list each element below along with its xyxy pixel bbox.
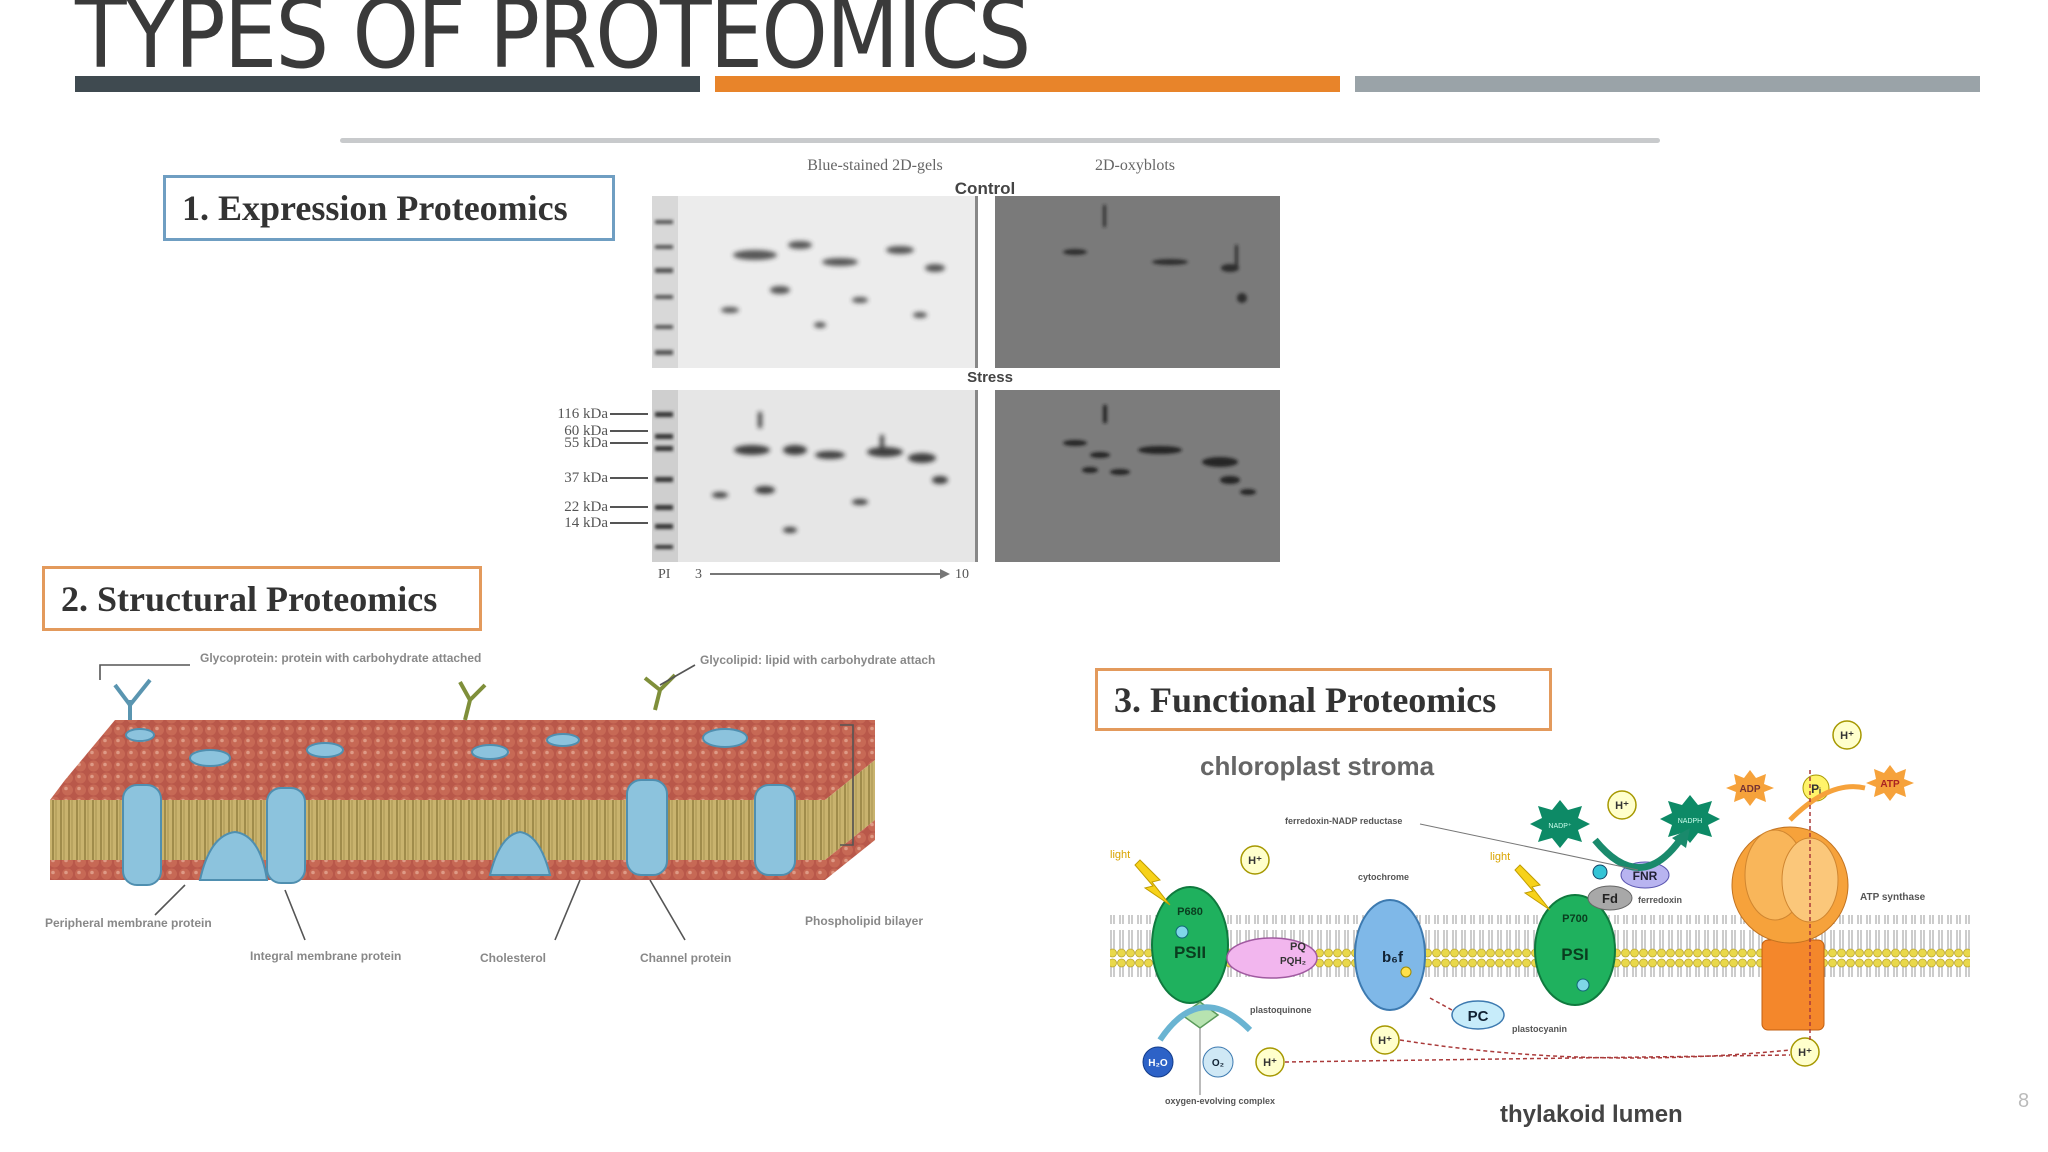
- nadp-star: [1530, 800, 1590, 848]
- lightning-icon: [1134, 859, 1171, 906]
- adp-star: [1726, 770, 1774, 806]
- svg-text:H⁺: H⁺: [1263, 1057, 1277, 1069]
- chloroplast-figure: chloroplast stroma thylakoid lumen P680 …: [1110, 720, 1970, 1128]
- atp-star: [1866, 765, 1914, 801]
- label-atp-synthase: ATP synthase: [1860, 892, 1926, 903]
- marker-arrows: [610, 413, 648, 524]
- label-p700: P700: [1562, 913, 1588, 925]
- marker-37: 37 kDa: [564, 470, 608, 486]
- divider-rule: [340, 138, 1660, 143]
- label-h2o: H₂O: [1148, 1058, 1168, 1069]
- label-light-1: light: [1110, 849, 1130, 861]
- label-fnr: FNR: [1633, 869, 1658, 883]
- label-pqh2: PQH₂: [1280, 956, 1306, 967]
- cytochrome-complex: [1354, 899, 1426, 1011]
- svg-text:H⁺: H⁺: [1615, 800, 1629, 812]
- ph-start: 3: [695, 567, 702, 582]
- gel-control-stained: [652, 196, 978, 368]
- label-fd: Fd: [1602, 891, 1618, 906]
- lightning-icon-2: [1514, 864, 1551, 911]
- gel-col-left-label: Blue-stained 2D-gels: [807, 157, 943, 174]
- chloroplast-small-labels: ferredoxin-NADP reductase cytochrome fer…: [1165, 816, 1682, 1106]
- electron-paths: [1284, 770, 1811, 1063]
- marker-116: 116 kDa: [557, 406, 608, 422]
- label-p680: P680: [1177, 906, 1203, 918]
- membrane-labels: Glycoprotein: protein with carbohydrate …: [45, 651, 935, 965]
- gel-col-right-label: 2D-oxyblots: [1095, 157, 1175, 174]
- o2-molecule: [1202, 1046, 1234, 1078]
- label-peripheral: Peripheral membrane protein: [45, 916, 212, 930]
- membrane-proteins: [122, 728, 796, 886]
- svg-text:NADPH: NADPH: [1678, 818, 1703, 825]
- plastoquinone-complex: [1226, 937, 1318, 979]
- svg-text:H⁺: H⁺: [1840, 730, 1854, 742]
- gel-stress-oxyblot: [995, 390, 1280, 562]
- membrane-leader-lines: [99, 664, 854, 941]
- label-expression-proteomics: 1. Expression Proteomics: [163, 175, 615, 241]
- label-adp: ADP: [1739, 784, 1760, 795]
- label-psii: PSII: [1174, 943, 1206, 962]
- label-ferredoxin: ferredoxin: [1638, 895, 1682, 905]
- ferredoxin-complex: [1587, 885, 1633, 911]
- gel-marker-labels: 116 kDa 60 kDa 55 kDa 37 kDa 22 kDa 14 k…: [557, 406, 608, 531]
- svg-text:H⁺: H⁺: [1798, 1047, 1812, 1059]
- label-plastocyanin: plastocyanin: [1512, 1024, 1567, 1034]
- svg-text:NADP⁺: NADP⁺: [1548, 823, 1571, 830]
- label-channel: Channel protein: [640, 951, 731, 965]
- svg-text:H⁺: H⁺: [1248, 855, 1262, 867]
- label-functional-proteomics: 3. Functional Proteomics: [1095, 668, 1552, 731]
- nadph-star: [1660, 795, 1720, 843]
- label-atp: ATP: [1880, 779, 1900, 790]
- h2o-molecule: [1142, 1046, 1174, 1078]
- label-cytochrome: cytochrome: [1358, 872, 1409, 882]
- gel-figure: Blue-stained 2D-gels 2D-oxyblots Control…: [557, 157, 1280, 582]
- gel-row-bottom-label: Stress: [967, 369, 1013, 386]
- title-accent-bar-gray: [1355, 76, 1980, 92]
- hplus-labels: H⁺ H⁺ H⁺ H⁺ H⁺ H⁺: [1248, 730, 1854, 1069]
- slide-title: TYPES OF PROTEOMICS: [75, 0, 1031, 90]
- marker-60: 60 kDa: [564, 423, 608, 439]
- ph-end: 10: [955, 567, 969, 582]
- label-plastoquinone: plastoquinone: [1250, 1005, 1312, 1015]
- gel-row-top-label: Control: [955, 179, 1015, 198]
- title-accent-bar-dark: [75, 76, 700, 92]
- label-cholesterol: Cholesterol: [480, 951, 546, 965]
- label-glycolipid: Glycolipid: lipid with carbohydrate atta…: [700, 653, 935, 667]
- gel-stress-stained: [652, 390, 978, 562]
- plastocyanin-complex: [1451, 1000, 1505, 1030]
- glycoprotein-chain: [113, 678, 152, 720]
- gel-control-oxyblot: [995, 196, 1280, 368]
- label-integral: Integral membrane protein: [250, 949, 401, 963]
- marker-14: 14 kDa: [564, 515, 608, 531]
- label-pi: Pᵢ: [1811, 782, 1821, 796]
- label-oec: oxygen-evolving complex: [1165, 1096, 1275, 1106]
- label-bilayer: Phospholipid bilayer: [805, 914, 923, 928]
- psii-complex: [1151, 886, 1229, 1004]
- label-psi: PSI: [1561, 945, 1588, 964]
- label-glycoprotein: Glycoprotein: protein with carbohydrate …: [200, 651, 481, 665]
- lipid-bilayer: [50, 720, 875, 880]
- marker-55: 55 kDa: [564, 435, 608, 451]
- label-pc: PC: [1468, 1008, 1489, 1025]
- label-lumen: thylakoid lumen: [1500, 1101, 1683, 1128]
- label-stroma: chloroplast stroma: [1200, 751, 1435, 781]
- atp-synthase: [1731, 826, 1849, 1031]
- label-pq: PQ: [1290, 941, 1306, 953]
- membrane-figure: Glycoprotein: protein with carbohydrate …: [45, 651, 935, 965]
- glycolipid-chain: [458, 673, 677, 721]
- page-number: 8: [2018, 1090, 2030, 1112]
- label-light-2: light: [1490, 851, 1510, 863]
- ph-label: PI: [658, 567, 671, 582]
- label-b6f: b₆f: [1382, 949, 1404, 966]
- psi-complex: [1534, 894, 1616, 1006]
- hplus-ions: [1240, 720, 1862, 1077]
- title-accent-bar-orange: [715, 76, 1340, 92]
- label-structural-proteomics: 2. Structural Proteomics: [42, 566, 482, 631]
- label-o2: O₂: [1212, 1058, 1224, 1069]
- label-fnr-full: ferredoxin-NADP reductase: [1285, 816, 1402, 826]
- svg-text:H⁺: H⁺: [1378, 1035, 1392, 1047]
- marker-22: 22 kDa: [564, 499, 608, 515]
